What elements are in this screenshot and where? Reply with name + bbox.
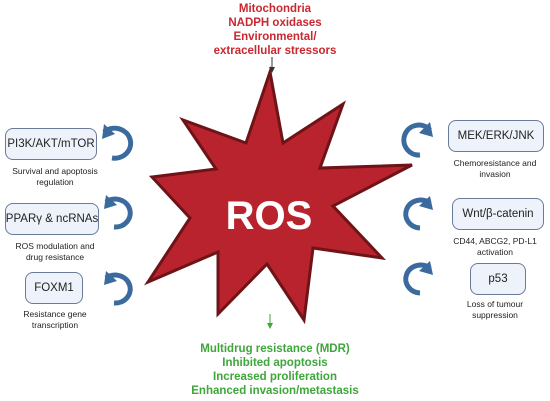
node-label: p53 xyxy=(488,273,508,285)
circular-arrow-icon xyxy=(401,122,433,158)
caption-line: Chemoresistance and xyxy=(453,158,537,168)
caption-line: suppression xyxy=(472,310,518,320)
caption-line: invasion xyxy=(479,169,511,179)
node-caption: Survival and apoptosis regulation xyxy=(0,166,110,188)
node-caption: CD44, ABCG2, PD-L1 activation xyxy=(440,236,550,258)
caption-line: CD44, ABCG2, PD-L1 xyxy=(453,236,537,246)
caption-line: drug resistance xyxy=(25,252,85,262)
source-environmental: Environmental/ xyxy=(233,31,317,43)
node-ppar-ncrnas: PPARγ & ncRNAs xyxy=(5,203,99,235)
node-wnt-beta-catenin: Wnt/β-catenin xyxy=(452,198,544,230)
caption-line: regulation xyxy=(36,177,74,187)
outcome-apoptosis: Inhibited apoptosis xyxy=(222,357,328,369)
caption-line: Resistance gene xyxy=(23,309,87,319)
node-caption: Loss of tumour suppression xyxy=(440,299,550,321)
node-foxm1: FOXM1 xyxy=(25,272,83,304)
circular-arrow-icon xyxy=(102,124,134,161)
caption-line: Survival and apoptosis xyxy=(12,166,98,176)
node-label: PPARγ & ncRNAs xyxy=(5,213,99,225)
outcome-invasion: Enhanced invasion/metastasis xyxy=(191,385,359,397)
node-mek-erk-jnk: MEK/ERK/JNK xyxy=(448,120,544,152)
circular-arrow-icon xyxy=(403,196,433,231)
source-mitochondria: Mitochondria xyxy=(238,3,312,15)
node-label: MEK/ERK/JNK xyxy=(457,130,535,142)
node-pi3k-akt-mtor: PI3K/AKT/mTOR xyxy=(5,128,97,160)
caption-line: transcription xyxy=(31,320,79,330)
ros-outcomes: Multidrug resistance (MDR) Inhibited apo… xyxy=(140,342,410,398)
caption-line: Loss of tumour xyxy=(466,299,524,309)
source-extracellular-stressors: extracellular stressors xyxy=(213,45,337,57)
circular-arrow-icon xyxy=(104,271,133,306)
caption-line: activation xyxy=(477,247,513,257)
node-p53: p53 xyxy=(470,263,526,295)
node-caption: Chemoresistance and invasion xyxy=(440,158,550,180)
circular-arrow-icon xyxy=(104,195,133,230)
caption-line: ROS modulation and xyxy=(15,241,95,251)
node-caption: Resistance gene transcription xyxy=(0,309,110,331)
node-label: Wnt/β-catenin xyxy=(462,208,534,220)
center-label: ROS xyxy=(226,194,313,238)
node-label: FOXM1 xyxy=(34,282,74,294)
ros-starburst xyxy=(144,66,413,325)
node-label: PI3K/AKT/mTOR xyxy=(7,138,95,150)
outcome-mdr: Multidrug resistance (MDR) xyxy=(200,343,350,355)
source-nadph-oxidases: NADPH oxidases xyxy=(228,17,322,29)
outcome-proliferation: Increased proliferation xyxy=(213,371,337,383)
ros-sources: Mitochondria NADPH oxidases Environmenta… xyxy=(170,2,380,58)
circular-arrow-icon xyxy=(403,261,433,296)
node-caption: ROS modulation and drug resistance xyxy=(0,241,110,263)
